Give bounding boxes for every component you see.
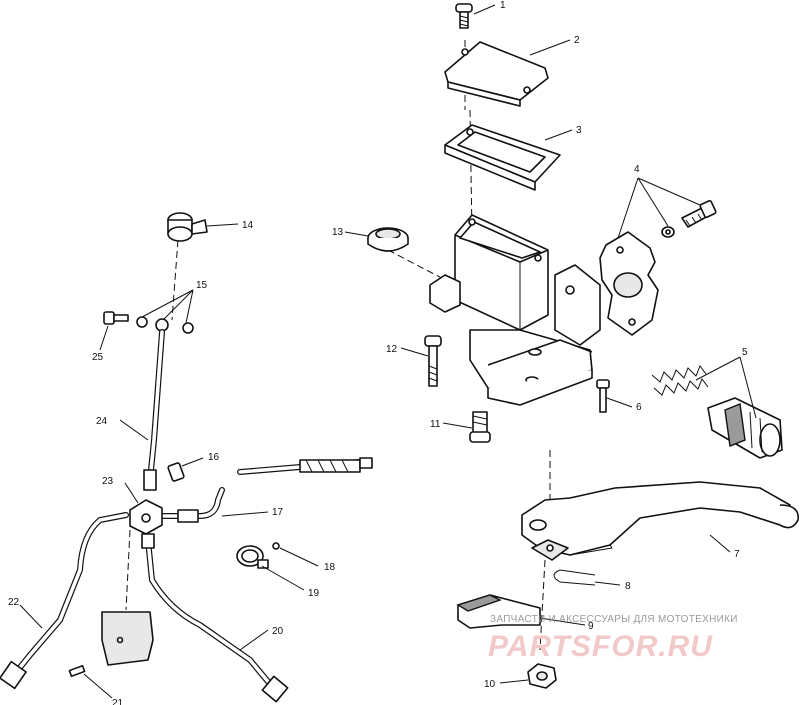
tee-block-part-23 <box>129 499 163 535</box>
master-cylinder-body <box>429 214 601 406</box>
brake-line-part-24 <box>143 329 165 491</box>
callout-18: 18 <box>324 562 336 573</box>
callout-9: 9 <box>588 621 594 632</box>
brake-lever-part-7 <box>521 481 799 561</box>
spring-clip-part-8 <box>553 569 596 586</box>
fitting-part-16 <box>167 462 185 482</box>
callout-2: 2 <box>574 35 580 46</box>
bolt-part-25 <box>103 311 129 325</box>
callout-25: 25 <box>92 352 104 363</box>
nut-part-10 <box>527 663 557 689</box>
callout-13: 13 <box>332 227 344 238</box>
hose-clamp-part-19 <box>236 542 280 569</box>
callout-21: 21 <box>112 698 124 705</box>
callout-7: 7 <box>734 549 740 560</box>
watermark-logo: PARTSFOR.RU <box>488 630 713 663</box>
callout-3: 3 <box>576 125 582 136</box>
callout-15: 15 <box>196 280 208 291</box>
callout-10: 10 <box>484 679 496 690</box>
callout-22: 22 <box>8 597 20 608</box>
banjo-bolt-part-15 <box>136 316 194 334</box>
long-bolt-part-12 <box>424 335 442 387</box>
brake-hose-part-17 <box>159 457 373 523</box>
reservoir-cover-part-2 <box>444 41 549 107</box>
callout-16: 16 <box>208 452 220 463</box>
callout-17: 17 <box>272 507 284 518</box>
leader-lines <box>19 4 757 699</box>
short-bolt-part-11 <box>469 411 491 443</box>
boot-cap-part-13 <box>367 227 409 252</box>
callout-11: 11 <box>430 419 441 430</box>
screw-part-18 <box>272 542 280 550</box>
brake-hose-part-20 <box>141 533 289 703</box>
diaphragm-part-3 <box>444 124 561 191</box>
callout-14: 14 <box>242 220 254 231</box>
watermark: ЗАПЧАСТИ И АКСЕССУАРЫ ДЛЯ МОТОТЕХНИКИ PA… <box>488 614 738 663</box>
callout-19: 19 <box>308 588 320 599</box>
pivot-bolt-part-6 <box>596 379 610 413</box>
callout-labels: 1 2 3 4 5 6 7 8 9 10 11 12 13 14 15 16 1… <box>8 0 748 705</box>
screw-part-1 <box>455 3 473 29</box>
brake-hose-part-22 <box>0 512 129 690</box>
callout-8: 8 <box>625 581 631 592</box>
callout-12: 12 <box>386 344 398 355</box>
piston-kit-part-5 <box>651 364 783 459</box>
callout-5: 5 <box>742 347 748 358</box>
banjo-fitting-part-14 <box>167 212 208 242</box>
hose-bracket-part-21 <box>68 611 154 678</box>
callout-20: 20 <box>272 626 284 637</box>
callout-6: 6 <box>636 402 642 413</box>
watermark-tagline: ЗАПЧАСТИ И АКСЕССУАРЫ ДЛЯ МОТОТЕХНИКИ <box>490 614 738 625</box>
callout-23: 23 <box>102 476 114 487</box>
callout-1: 1 <box>500 0 506 11</box>
handlebar-clamp-part-4 <box>599 199 717 336</box>
callout-4: 4 <box>634 164 640 175</box>
brake-switch-part-9 <box>456 594 541 629</box>
callout-24: 24 <box>96 416 108 427</box>
